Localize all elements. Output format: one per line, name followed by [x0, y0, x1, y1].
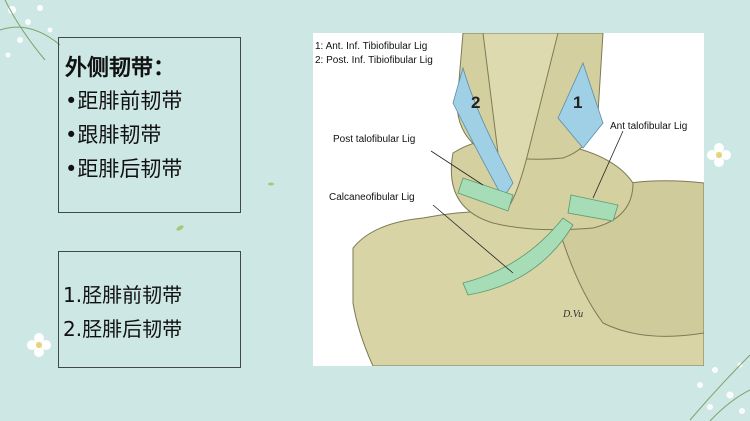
- pointer-line: [430, 150, 484, 186]
- artist-signature: D.Vu: [563, 309, 584, 320]
- lateral-ligament-box: 外侧韧带： •距腓前韧带 •跟腓韧带 •距腓后韧带: [58, 37, 241, 213]
- pointer-line: [592, 130, 624, 199]
- legend-ant-inf-tibiofibular: 1: Ant. Inf. Tibiofibular Lig: [315, 41, 428, 52]
- tibiofibular-ligament-box: 1.胫腓前韧带 2.胫腓后韧带: [58, 251, 241, 368]
- label-calcaneofibular: Calcaneofibular Lig: [329, 192, 415, 203]
- list-item: •距腓前韧带: [65, 89, 183, 113]
- calcaneofibular-ligament: [462, 217, 574, 296]
- pointer-line: [432, 204, 514, 274]
- list-item: •跟腓韧带: [65, 123, 162, 147]
- ankle-drawing: [352, 33, 704, 366]
- label-ant-talofibular: Ant talofibular Lig: [610, 121, 688, 132]
- marker-2: 2: [471, 93, 481, 112]
- floral-decoration-bottom-right: [689, 354, 750, 421]
- flower-icon: [27, 333, 51, 357]
- flower-icon: [707, 143, 731, 167]
- list-item: 2.胫腓后韧带: [63, 317, 183, 341]
- leaf-icon: [176, 225, 184, 231]
- anterior-talofibular-ligament: [567, 194, 619, 222]
- lateral-ligament-heading: 外侧韧带：: [65, 56, 176, 81]
- leaf-icon: [268, 182, 274, 186]
- floral-decoration-top-left: [0, 0, 61, 61]
- label-post-talofibular: Post talofibular Lig: [333, 134, 416, 145]
- list-item: 1.胫腓前韧带: [63, 283, 183, 307]
- anterior-tibiofibular-ligament: [557, 61, 604, 149]
- legend-post-inf-tibiofibular: 2: Post. Inf. Tibiofibular Lig: [315, 55, 433, 66]
- list-item: •距腓后韧带: [65, 157, 183, 181]
- posterior-talofibular-ligament: [457, 177, 514, 212]
- marker-1: 1: [573, 93, 583, 112]
- ankle-ligament-illustration: 1: Ant. Inf. Tibiofibular Lig 2: Post. I…: [313, 33, 704, 366]
